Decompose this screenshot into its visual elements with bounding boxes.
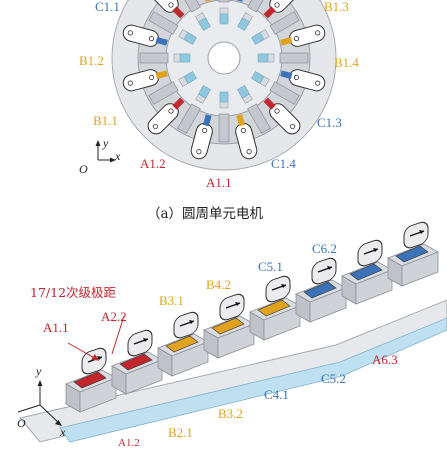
coil-windings [122,0,326,160]
label-a1-1-b: A1.1 [43,320,69,335]
label-b1-4: B1.4 [334,55,359,70]
label-b1-3: B1.3 [324,0,349,14]
coil [280,69,326,92]
axis-b [17,380,62,426]
label-b3-2: B3.2 [218,406,243,421]
label-c1-1: C1.1 [95,0,120,14]
coil [190,114,213,160]
stator-module [249,275,301,341]
magnet [237,85,250,99]
axis-b-x: x [60,425,66,439]
coil [147,97,185,135]
label-b3-1: B3.1 [159,293,184,308]
magnet [237,17,250,31]
label-c4-1: C4.1 [264,387,289,402]
label-a6-3: A6.3 [372,352,398,367]
label-b2-1: B2.1 [168,425,193,440]
coil [122,69,168,92]
magnet [257,53,269,63]
magnet [251,32,265,45]
magnet [183,71,197,84]
axis-b-origin: O [17,416,26,430]
magnet [179,53,191,63]
stator-module [203,293,255,359]
stator-module [111,329,163,395]
coil [280,24,326,47]
label-b1-1: B1.1 [93,113,118,128]
axis-a-y: y [103,136,109,150]
caption-a: （a）圆周单元电机 [147,206,264,222]
label-a2-2: A2.2 [101,309,127,324]
label-a1-2-b: A1.2 [118,437,140,449]
magnet [219,13,229,25]
coil [263,0,301,19]
coil [235,114,258,160]
label-b1-2: B1.2 [79,53,104,68]
stator-module [295,257,347,323]
label-c5-1: C5.1 [258,259,283,274]
magnet [219,91,229,103]
pole-pitch-label: 17/12次级极距 [30,285,117,300]
linear-motor-diagram [19,221,447,443]
label-c1-3: C1.3 [317,115,342,130]
coil [147,0,185,19]
label-c1-4: C1.4 [271,156,296,171]
magnet [198,85,211,99]
stator-module [387,221,439,287]
label-c5-2: C5.2 [321,371,346,386]
stator-module [341,239,393,305]
coil [122,24,168,47]
axis-a-x: x [115,149,121,163]
label-a1-2: A1.2 [140,156,166,171]
axis-b-y: y [36,364,42,378]
stator-module [157,311,209,377]
circular-motor-diagram [111,0,337,171]
axis-a [95,140,116,163]
label-a1-1: A1.1 [206,175,232,190]
label-b4-2: B4.2 [206,277,231,292]
label-c6-2: C6.2 [312,241,337,256]
magnet [183,32,197,45]
axis-a-origin: O [79,162,88,176]
magnet [251,71,265,84]
magnet [198,17,211,31]
coil [263,97,301,135]
